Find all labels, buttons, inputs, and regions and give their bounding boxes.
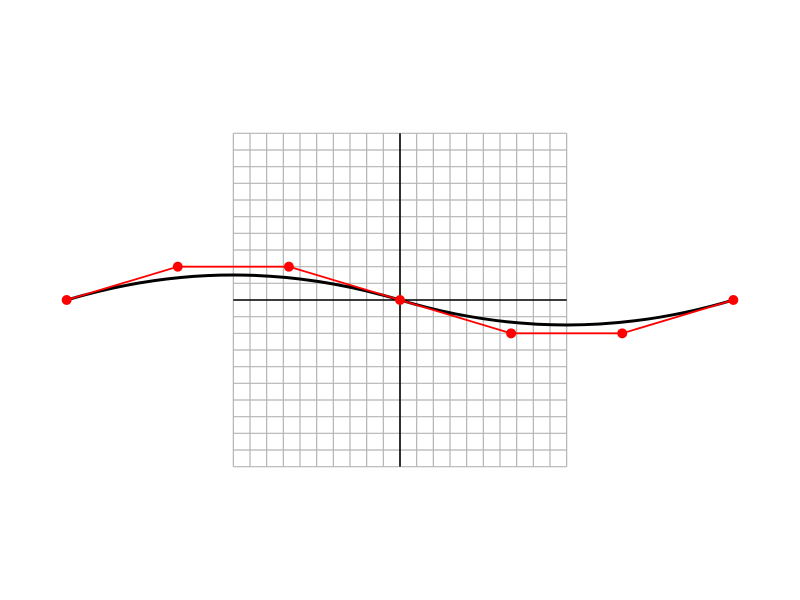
bezier-curve-segment — [399, 298, 734, 327]
control-point — [395, 295, 405, 305]
bezier-curve-segment — [66, 273, 401, 302]
control-point — [506, 328, 517, 339]
control-point — [728, 295, 739, 305]
control-point — [61, 295, 72, 305]
bezier-curve-layer — [66, 273, 734, 327]
control-point — [283, 261, 294, 272]
control-point — [172, 261, 183, 272]
control-point — [617, 328, 628, 339]
control-points-layer — [61, 261, 739, 339]
